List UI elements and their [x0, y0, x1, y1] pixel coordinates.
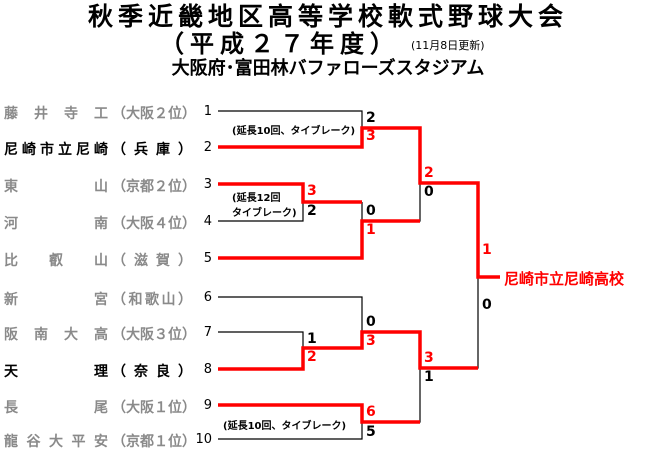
score: 1	[366, 222, 376, 238]
extra-innings-note: (延長12回	[232, 193, 281, 204]
seed-number: 8	[203, 362, 212, 377]
seed-number: 9	[203, 398, 212, 413]
score: 0	[424, 184, 434, 200]
line-m6-bottom	[218, 422, 363, 440]
team-region: （和歌山）	[112, 292, 192, 308]
score: 2	[366, 110, 376, 126]
team-name: 龍谷大平安	[4, 434, 108, 450]
team-name: 河南	[4, 216, 108, 232]
win-line-team-9	[218, 403, 420, 424]
score: 2	[424, 165, 434, 181]
seed-number: 7	[203, 325, 212, 340]
line-team-7	[218, 331, 304, 348]
score: 5	[366, 424, 376, 440]
seed-number: 1	[203, 104, 212, 119]
team-name: 長尾	[4, 400, 108, 416]
seed-number: 5	[203, 251, 212, 266]
seed-number: 10	[195, 432, 212, 447]
update-date: (11月8日更新)	[411, 39, 485, 52]
team-region: （大阪３位）	[112, 327, 196, 343]
score: 0	[366, 203, 376, 219]
line-team-4	[218, 202, 304, 222]
team-region: （兵庫）	[112, 142, 192, 158]
team-name: 比叡山	[4, 253, 108, 269]
team-name: 東山	[4, 179, 108, 195]
score: 0	[366, 314, 376, 330]
seed-number: 2	[203, 140, 212, 155]
score: 1	[307, 331, 317, 347]
score: 2	[307, 349, 317, 365]
extra-innings-note: (延長10回、タイブレーク)	[232, 126, 356, 137]
venue: 大阪府･富田林バファローズスタジアム	[171, 58, 485, 79]
seed-number: 3	[203, 177, 212, 192]
seed-number: 4	[203, 214, 212, 229]
team-name: 阪南大高	[4, 327, 108, 343]
win-line-team-2	[218, 126, 500, 279]
team-name: 尼崎市立尼崎	[4, 142, 108, 158]
page-title: 秋季近畿地区高等学校軟式野球大会	[87, 2, 568, 31]
team-name: 天理	[4, 364, 108, 380]
line-team-1	[218, 110, 363, 128]
seed-number: 6	[203, 290, 212, 305]
score: 3	[366, 128, 376, 144]
score: 3	[366, 333, 376, 349]
team-region: （大阪４位）	[112, 216, 196, 232]
team-region: （京都１位）	[112, 434, 196, 450]
score: 1	[424, 369, 434, 385]
team-region: （京都２位）	[112, 179, 196, 195]
score: 6	[366, 404, 376, 420]
page-subtitle: （平成２７年度）	[160, 29, 400, 58]
team-region: （奈良）	[112, 364, 192, 380]
extra-innings-note: (延長10回、タイブレーク)	[223, 421, 347, 432]
win-line-team-3	[218, 182, 362, 204]
line-team-6	[218, 296, 363, 332]
team-region: （大阪２位）	[112, 106, 196, 122]
champion-name: 尼崎市立尼崎高校	[504, 270, 625, 288]
score: 3	[424, 350, 434, 366]
score: 3	[307, 183, 317, 199]
team-name: 新宮	[4, 292, 108, 308]
win-line-team-8	[218, 330, 478, 371]
score: 1	[482, 242, 492, 258]
team-region: （大阪１位）	[112, 400, 196, 416]
score: 0	[482, 297, 492, 313]
team-region: （滋賀）	[112, 253, 192, 269]
score: 2	[307, 203, 317, 219]
extra-innings-note: タイブレーク)	[232, 208, 297, 219]
win-line-team-5	[218, 219, 420, 260]
team-name: 藤井寺工	[4, 106, 108, 122]
